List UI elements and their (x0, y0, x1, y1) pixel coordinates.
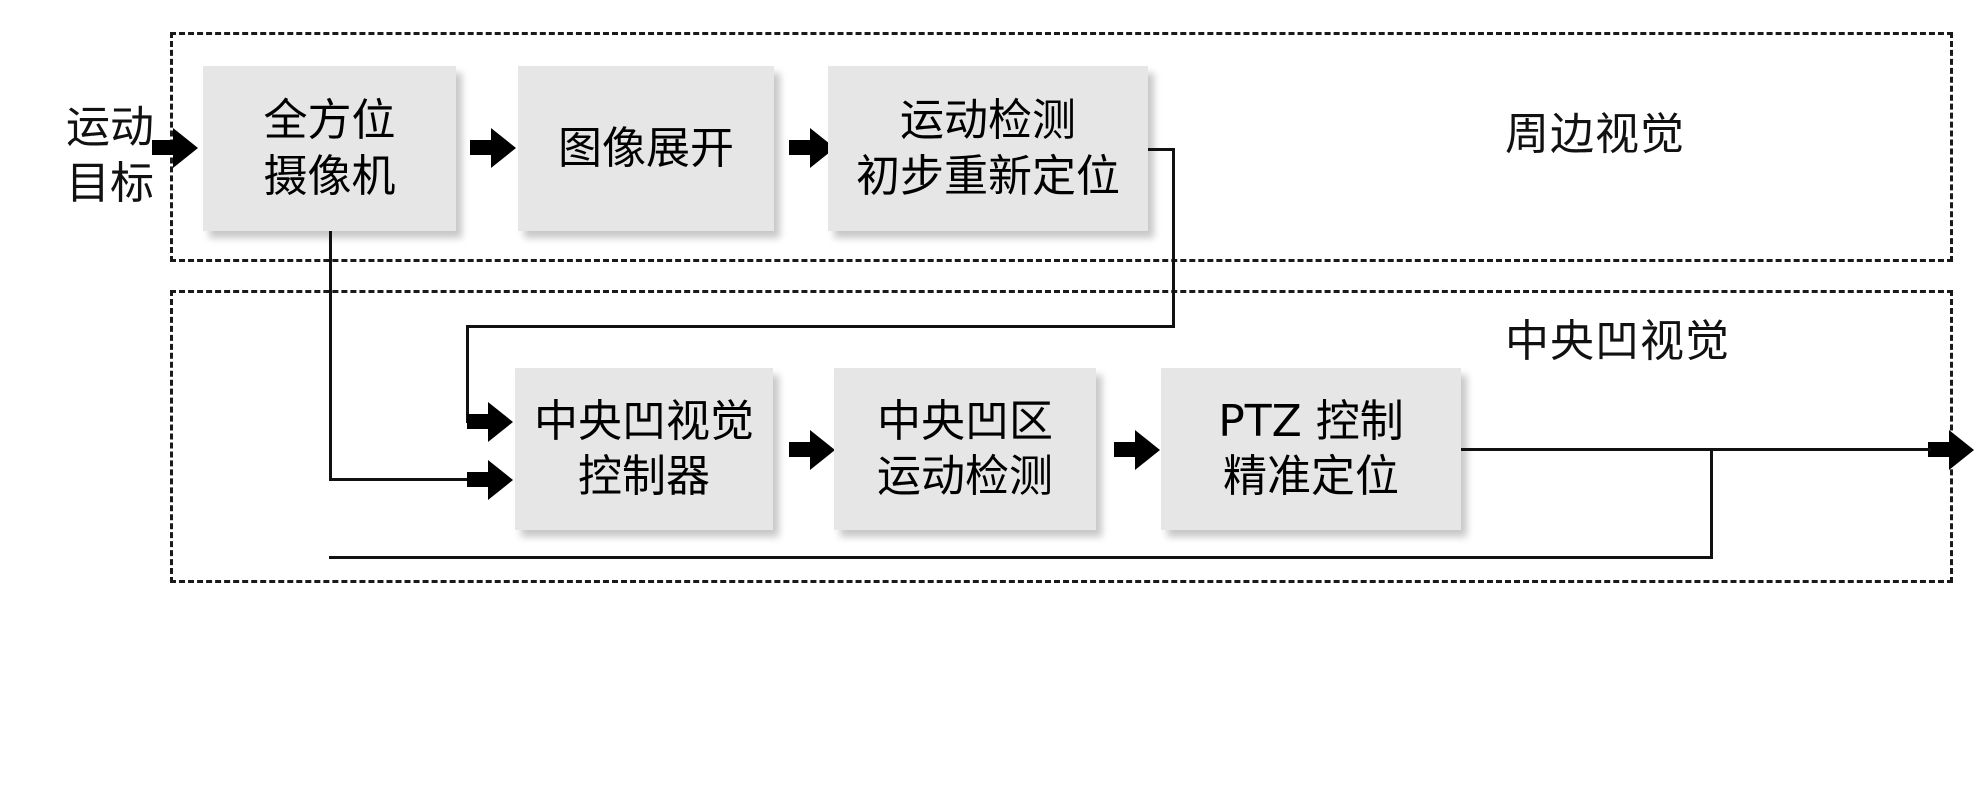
connector-camera-to-controller-seg1 (329, 231, 332, 480)
node-foveal-motion-line2: 运动检测 (877, 451, 1053, 502)
node-foveal-controller-line2: 控制器 (578, 451, 710, 502)
node-omni-camera-line2: 摄像机 (263, 150, 396, 202)
arrow-into-controller-bottom (467, 460, 513, 500)
node-motion-detect-top[interactable]: 运动检测 初步重新定位 (828, 66, 1148, 231)
arrow-camera-to-unwrap (470, 128, 516, 168)
node-omni-camera-line1: 全方位 (263, 95, 396, 147)
node-motion-detect-top-line1: 运动检测 (900, 95, 1076, 147)
connector-feedback-seg-vert-right (1710, 448, 1713, 559)
arrow-into-controller-top (467, 402, 513, 442)
arrow-input-to-camera-g (152, 128, 198, 168)
arrow-foveal-motion-to-ptz (1114, 430, 1160, 470)
connector-motion-to-controller-seg4 (466, 325, 469, 423)
connector-motion-to-controller-seg1 (1148, 148, 1175, 151)
node-foveal-motion-line1: 中央凹区 (877, 395, 1053, 447)
node-foveal-motion[interactable]: 中央凹区 运动检测 (834, 368, 1096, 530)
node-foveal-controller[interactable]: 中央凹视觉 控制器 (515, 368, 773, 530)
node-image-unwrap[interactable]: 图像展开 (518, 66, 774, 231)
connector-motion-to-controller-seg3 (466, 325, 1175, 328)
connector-feedback-seg-horiz-bottom (329, 556, 1713, 559)
node-foveal-controller-line1: 中央凹视觉 (534, 395, 754, 447)
connector-motion-to-controller-seg2 (1172, 148, 1175, 328)
connector-camera-to-controller-seg2 (329, 478, 469, 481)
arrow-ptz-output (1928, 430, 1974, 470)
connector-ptz-out-seg1 (1461, 448, 1931, 451)
node-ptz-control-line1: PTZ 控制 (1218, 395, 1404, 447)
arrow-controller-to-foveal-motion (789, 430, 835, 470)
input-label-line1: 运动 (66, 102, 154, 153)
node-motion-detect-top-line2: 初步重新定位 (856, 150, 1120, 202)
node-omni-camera[interactable]: 全方位 摄像机 (203, 66, 456, 231)
input-label-line2: 目标 (66, 158, 154, 210)
node-ptz-control-line2: 精准定位 (1223, 451, 1399, 502)
node-ptz-control[interactable]: PTZ 控制 精准定位 (1161, 368, 1461, 530)
group-label-peripheral-vision: 周边视觉 (1505, 109, 1685, 160)
node-image-unwrap-line1: 图像展开 (558, 122, 734, 174)
input-label: 运动 目标 (45, 100, 175, 213)
group-label-foveal-vision: 中央凹视觉 (1505, 316, 1730, 367)
